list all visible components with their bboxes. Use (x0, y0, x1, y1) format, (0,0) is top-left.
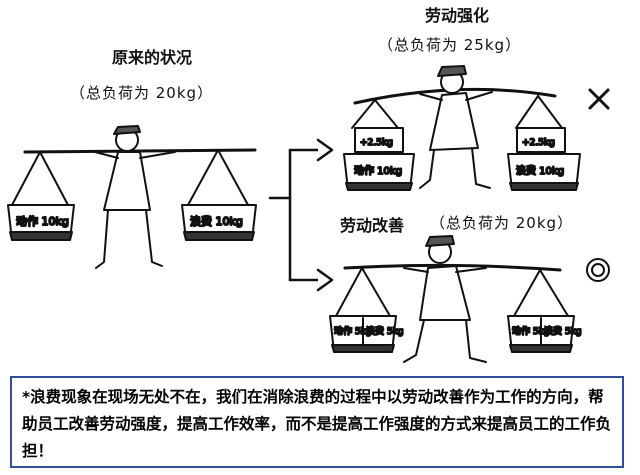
illustration: 动作 10kg 浪费 10kg (7, 65, 610, 363)
explanatory-note: *浪费现象在现场无处不在，我们在消除浪费的过程中以劳动改善作为工作的方向，帮助员… (10, 376, 624, 468)
improved-box-2: 浪费 5kg (366, 325, 404, 337)
double-circle-icon (586, 258, 610, 282)
original-left-basket (7, 151, 75, 241)
branch-arrows (268, 138, 334, 292)
improved-title: 劳动改善 (340, 216, 405, 235)
intensified-title: 劳动强化 (425, 6, 490, 25)
intensified-worker (353, 65, 557, 189)
improved-box-3: 动作 5kg (512, 325, 550, 337)
original-load: （总负荷为 20kg） (70, 84, 214, 102)
intensified-left-extra: +2.5kg (360, 138, 393, 148)
improved-left-basket (329, 267, 397, 353)
cross-icon (588, 88, 610, 110)
intensified-right-extra: +2.5kg (522, 138, 555, 148)
improved-box-4: 浪费 5kg (544, 325, 582, 337)
intensified-right-basket (507, 95, 581, 191)
intensified-load: （总负荷为 25kg） (378, 36, 522, 54)
improved-worker (343, 235, 562, 363)
improved-load: （总负荷为 20kg） (430, 214, 574, 232)
original-left-box-label: 动作 10kg (16, 215, 69, 228)
intensified-right-box-label: 浪费 10kg (516, 164, 564, 177)
improved-right-basket (507, 269, 575, 353)
original-right-basket (181, 149, 257, 241)
improved-box-1: 动作 5kg (334, 325, 372, 337)
intensified-left-basket (343, 99, 415, 191)
intensified-left-box-label: 动作 10kg (354, 165, 402, 177)
original-title: 原来的状况 (112, 48, 193, 67)
original-right-box-label: 浪费 10kg (190, 214, 243, 228)
original-worker (23, 125, 257, 269)
